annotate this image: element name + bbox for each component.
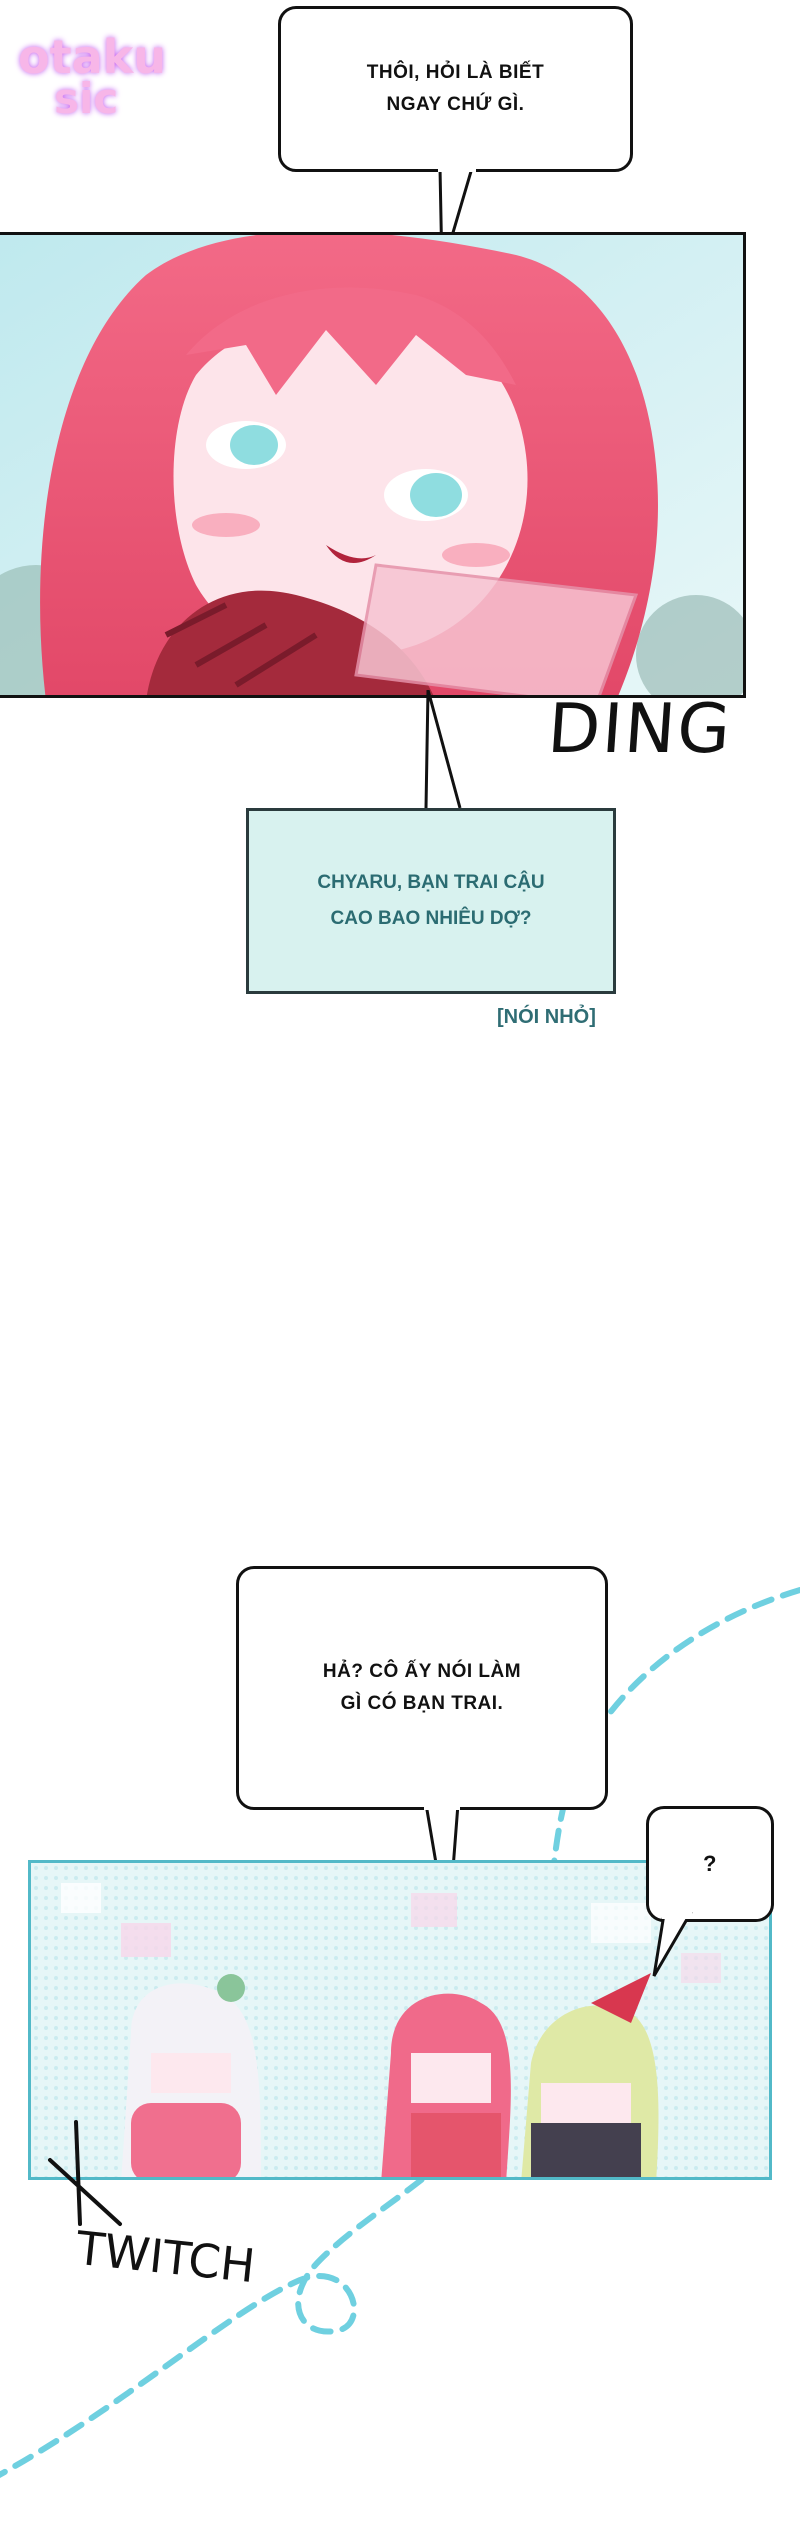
panel-closeup-art [0, 235, 743, 695]
speech-bubble-3: ? [646, 1806, 774, 1922]
whisper-box: CHYARU, BẠN TRAI CẬU CAO BAO NHIÊU DỢ? [246, 808, 616, 994]
panel-closeup [0, 232, 746, 698]
whisper-tag: [NÓI NHỎ] [497, 1006, 596, 1028]
speech-bubble-3-tail [652, 1912, 693, 1977]
speech-bubble-1-text: THÔI, HỎI LÀ BIẾT NGAY CHỨ GÌ. [366, 62, 545, 115]
panel-chibi-group-art [31, 1863, 769, 2177]
logo-line1: otaku [18, 30, 166, 84]
speech-bubble-3-text: ? [703, 1851, 717, 1876]
speech-bubble-1: THÔI, HỎI LÀ BIẾT NGAY CHỨ GÌ. [278, 6, 633, 172]
sfx-ding: DING [545, 690, 735, 769]
whisper-box-tail [424, 690, 462, 809]
logo-line2: sic [54, 74, 119, 123]
speech-bubble-2-text: HẢ? CÔ ẤY NÓI LÀM GÌ CÓ BẠN TRAI. [322, 1661, 522, 1714]
panel-chibi-group [28, 1860, 772, 2180]
speech-bubble-2: HẢ? CÔ ẤY NÓI LÀM GÌ CÓ BẠN TRAI. [236, 1566, 608, 1810]
whisper-box-text: CHYARU, BẠN TRAI CẬU CAO BAO NHIÊU DỢ? [317, 872, 545, 929]
twitch-mark [48, 2120, 122, 2226]
watermark-logo: otaku sic [14, 30, 166, 130]
